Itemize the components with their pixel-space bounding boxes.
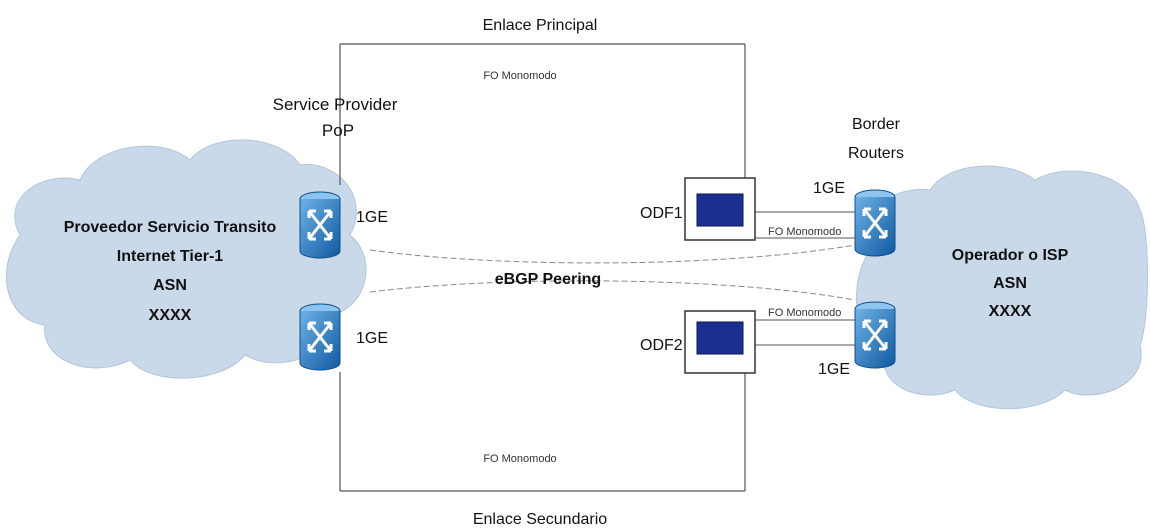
border-router-bottom-icon bbox=[853, 300, 897, 370]
operator-cloud bbox=[856, 165, 1148, 410]
fo-odf1-label: FO Monomodo bbox=[768, 226, 841, 238]
provider-cloud-line4: XXXX bbox=[149, 307, 192, 324]
provider-cloud-line2: Internet Tier-1 bbox=[117, 248, 224, 265]
fo-top-label: FO Monomodo bbox=[483, 70, 556, 82]
ebgp-peering-label: eBGP Peering bbox=[495, 271, 601, 288]
peering-curve-bottom bbox=[369, 280, 856, 301]
operator-cloud-line2: ASN bbox=[993, 275, 1027, 292]
fo-odf2-label: FO Monomodo bbox=[768, 307, 841, 319]
operator-port-top: 1GE bbox=[813, 180, 845, 197]
peering-curve-top bbox=[369, 244, 856, 264]
border-routers-line2: Routers bbox=[848, 145, 904, 162]
provider-router-bottom-icon bbox=[298, 302, 342, 372]
odf1-box bbox=[684, 177, 756, 241]
operator-port-bottom: 1GE bbox=[818, 361, 850, 378]
border-router-top-icon bbox=[853, 188, 897, 258]
odf1-label: ODF1 bbox=[640, 205, 683, 222]
operator-cloud-line3: XXXX bbox=[989, 303, 1032, 320]
odf2-label: ODF2 bbox=[640, 337, 683, 354]
odf2-box bbox=[684, 310, 756, 374]
pop-label-line1: Service Provider bbox=[273, 95, 398, 114]
link-frame bbox=[339, 43, 746, 492]
provider-port-top: 1GE bbox=[356, 209, 388, 226]
provider-cloud-line3: ASN bbox=[153, 277, 187, 294]
pop-label-line2: PoP bbox=[322, 121, 354, 140]
secondary-link-label: Enlace Secundario bbox=[473, 511, 607, 528]
provider-cloud-line1: Proveedor Servicio Transito bbox=[64, 219, 277, 236]
provider-cloud bbox=[5, 139, 367, 379]
operator-cloud-line1: Operador o ISP bbox=[952, 247, 1069, 264]
border-routers-line1: Border bbox=[852, 116, 901, 133]
provider-router-top-icon bbox=[298, 190, 342, 260]
fo-bottom-label: FO Monomodo bbox=[483, 453, 556, 465]
primary-link-label: Enlace Principal bbox=[483, 17, 598, 34]
provider-port-bottom: 1GE bbox=[356, 330, 388, 347]
